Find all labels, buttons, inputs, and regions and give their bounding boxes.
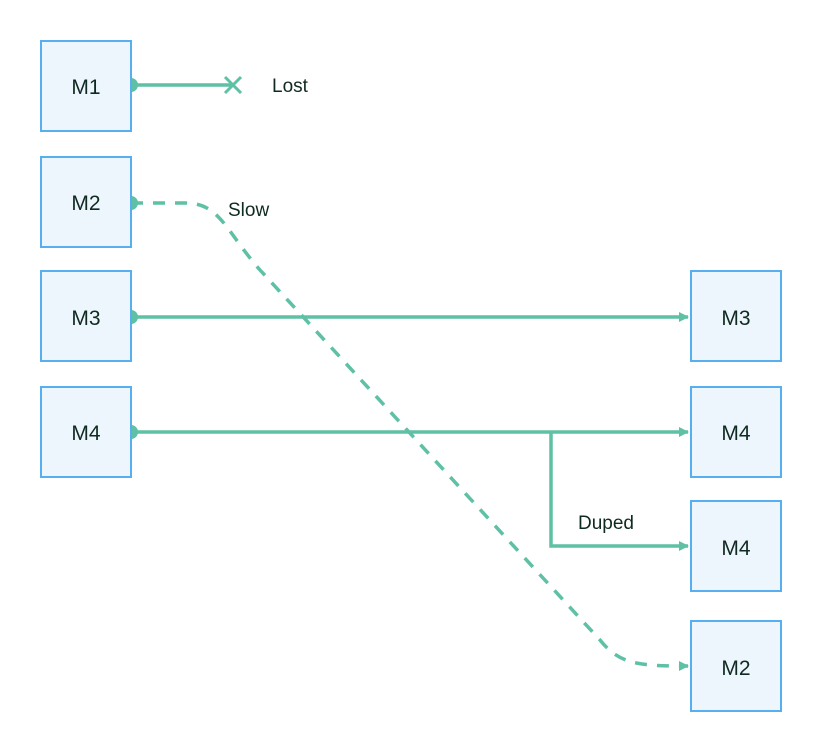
label-slow: Slow	[228, 200, 269, 221]
sender-box-m1: M1	[40, 40, 132, 132]
sender-box-m3: M3	[40, 270, 132, 362]
receiver-box-m3: M3	[690, 270, 782, 362]
receiver-column: M3 M4 M4 M2	[690, 270, 782, 712]
receiver-label-m4: M4	[721, 422, 750, 445]
receiver-label-m4-duplicate: M4	[721, 537, 750, 560]
edge-m2-slow	[131, 201, 689, 671]
label-lost: Lost	[272, 76, 309, 97]
lost-x-icon	[223, 75, 243, 95]
sender-label-m3: M3	[71, 307, 100, 330]
sender-box-m2: M2	[40, 156, 132, 248]
receiver-box-m2: M2	[690, 620, 782, 712]
receiver-label-m2: M2	[721, 657, 750, 680]
sender-box-m4: M4	[40, 386, 132, 478]
receiver-label-m3: M3	[721, 307, 750, 330]
receiver-box-m4-duplicate: M4	[690, 500, 782, 592]
label-duped: Duped	[578, 513, 634, 534]
edge-labels: Lost Slow Duped	[228, 76, 634, 534]
edges-layer	[124, 75, 689, 671]
sender-label-m4: M4	[71, 422, 100, 445]
edge-m4-duped	[549, 432, 689, 551]
sender-column: M1 M2 M3 M4	[40, 40, 132, 478]
receiver-box-m4: M4	[690, 386, 782, 478]
sender-label-m1: M1	[71, 76, 100, 99]
sender-label-m2: M2	[71, 192, 100, 215]
